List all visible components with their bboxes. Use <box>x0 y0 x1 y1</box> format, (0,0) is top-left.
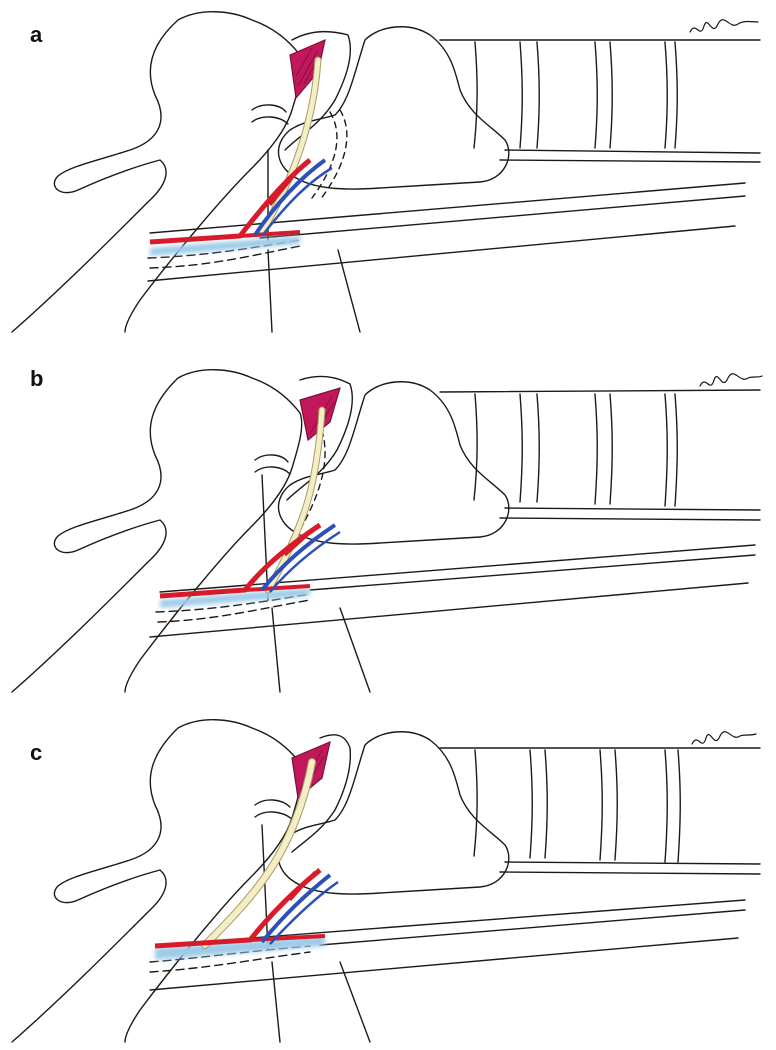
artery <box>150 160 310 242</box>
panel-a: a <box>0 0 776 343</box>
illustration-b <box>0 350 776 693</box>
panel-b: b <box>0 350 776 693</box>
illustration-a <box>0 0 776 343</box>
panel-label: a <box>30 22 42 48</box>
panel-label: b <box>30 366 43 392</box>
panel-label: c <box>30 740 42 766</box>
panel-c: c <box>0 700 776 1043</box>
signature <box>690 20 758 32</box>
illustration-c <box>0 700 776 1043</box>
vein <box>262 875 330 942</box>
lobe-outline <box>12 12 302 332</box>
